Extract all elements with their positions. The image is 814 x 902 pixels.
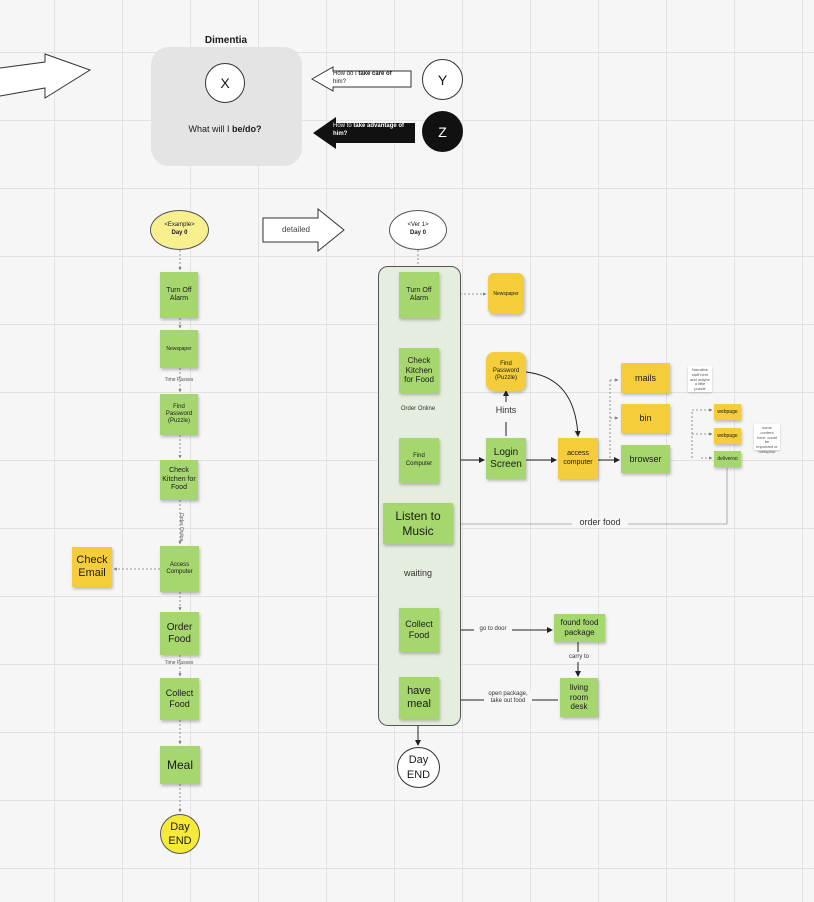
right-bin[interactable]: bin [621,404,670,433]
z-arrow-bold: take advantage of him? [333,123,405,137]
z-node[interactable]: Z [422,111,463,152]
hints-label: Hints [490,405,522,416]
left-end-circle[interactable]: Day END [160,814,200,854]
right-flow-container[interactable] [378,266,461,726]
dementia-question: What will I be/do? [160,124,290,134]
right-have-meal[interactable]: have meal [399,677,439,719]
left-step-turn-off-alarm[interactable]: Turn Off Alarm [160,272,198,318]
left-step-check-kitchen[interactable]: Check Kitchen for Food [160,460,198,500]
open-package-text: open package, [488,691,528,697]
left-time-passes-2: Time Passes [164,660,194,666]
left-start-top: <Example> [164,222,195,229]
narrative-card[interactable]: Narrative stuff here and maybe a little … [688,366,712,392]
right-turn-off-alarm[interactable]: Turn Off Alarm [399,272,439,318]
left-step-collect-food[interactable]: Collect Food [160,678,199,720]
take-out-food-text: take out food [490,697,526,704]
dementia-title: Dimentia [204,35,248,46]
order-food-label: order food [572,517,628,528]
right-webpage-1[interactable]: webpage [714,404,741,420]
y-arrow-text: How do I take care of him? [333,71,411,87]
z-arrow [313,117,415,149]
right-living-room-desk[interactable]: living room desk [560,678,598,717]
go-to-door-label: go to door [474,626,512,633]
right-listen-to-music[interactable]: Listen to Music [383,503,453,544]
right-webpage-2[interactable]: webpage [714,428,741,444]
right-start-bottom: Day 0 [409,230,426,236]
right-collect-food[interactable]: Collect Food [399,608,439,652]
z-arrow-text: How to take advantage of him? [333,123,415,139]
left-order-online: Order Online [177,512,184,542]
left-time-passes-1: Time Passes [164,377,194,383]
right-access-computer[interactable]: access computer [558,438,598,479]
left-check-email[interactable]: Check Email [72,547,112,587]
z-arrow-prefix: How to [333,123,352,129]
right-find-password[interactable]: Find Password (Puzzle) [486,352,526,391]
right-found-food-package[interactable]: found food package [554,614,605,642]
right-order-online-label: Order Online [394,406,442,413]
right-mails[interactable]: mails [621,363,670,393]
question-bold: be/do? [232,124,262,134]
y-node[interactable]: Y [422,59,463,100]
content-card[interactable]: some content here: could be important or… [754,424,780,454]
right-deliveroo[interactable]: deliveroo [714,451,741,467]
detailed-arrow [262,208,345,252]
right-login-screen[interactable]: Login Screen [486,438,526,479]
left-start-oval[interactable]: <Example> Day 0 [150,210,209,250]
y-arrow [311,66,412,92]
left-step-find-password[interactable]: Find Password (Puzzle) [160,394,198,435]
left-start-bottom: Day 0 [171,230,188,236]
right-start-top: <Ver 1> [407,222,429,229]
left-step-meal[interactable]: Meal [160,746,200,784]
detailed-arrow-label: detailed [281,225,311,234]
x-node[interactable]: X [205,63,245,103]
left-step-order-food[interactable]: Order Food [160,612,199,655]
right-newspaper[interactable]: Newspaper [488,273,524,314]
right-browser[interactable]: browser [621,445,670,473]
left-step-newspaper[interactable]: Newspaper [160,330,198,368]
carry-to-label: carry to [562,654,596,661]
right-waiting-label: waiting [398,568,438,579]
right-end-circle[interactable]: Day END [397,747,440,788]
open-package-label: open package, take out food [484,691,532,705]
right-check-kitchen[interactable]: Check Kitchen for Food [399,348,439,393]
right-start-oval[interactable]: <Ver 1> Day 0 [389,210,447,250]
right-find-computer[interactable]: Find Computer [399,438,439,483]
y-arrow-tail: him? [333,78,347,85]
question-text: What will I [188,124,230,134]
y-arrow-bold: take care of [358,71,392,77]
y-arrow-prefix: How do I [333,71,357,77]
left-step-access-computer[interactable]: Access Computer [160,546,199,592]
